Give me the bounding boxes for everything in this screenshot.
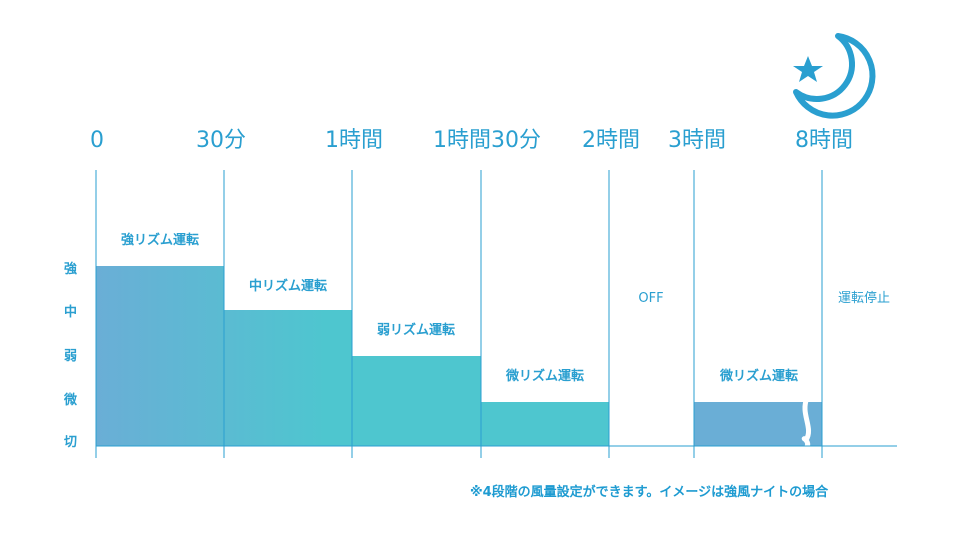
moon-star-icon (793, 33, 876, 119)
y-level-label: 中 (64, 305, 78, 320)
y-level-label: 弱 (64, 349, 78, 364)
phase-label-2: 弱リズム運転 (376, 323, 456, 338)
y-level-label: 微 (64, 393, 78, 408)
bar-segment-5 (694, 402, 822, 446)
phase-label-5: 微リズム運転 (719, 369, 799, 384)
axis-break (801, 397, 812, 450)
y-level-label: 強 (64, 262, 78, 277)
x-tick-label: 30分 (196, 128, 246, 153)
x-tick-label: 1時間30分 (433, 128, 541, 153)
x-tick-label: 8時間 (795, 128, 853, 153)
x-tick-label: 2時間 (582, 128, 640, 153)
phase-label-0: 強リズム運転 (120, 233, 200, 248)
x-tick-label: 3時間 (668, 128, 726, 153)
x-tick-label: 1時間 (325, 128, 383, 153)
phase-label-6: 運転停止 (837, 291, 891, 306)
y-level-label: 切 (64, 435, 78, 450)
phase-label-4: OFF (638, 291, 664, 306)
footnote: ※4段階の風量設定ができます。イメージは強風ナイトの場合 (470, 485, 829, 500)
phase-label-1: 中リズム運転 (248, 279, 328, 294)
x-tick-label: 0 (90, 128, 104, 153)
phase-label-3: 微リズム運転 (505, 369, 585, 384)
